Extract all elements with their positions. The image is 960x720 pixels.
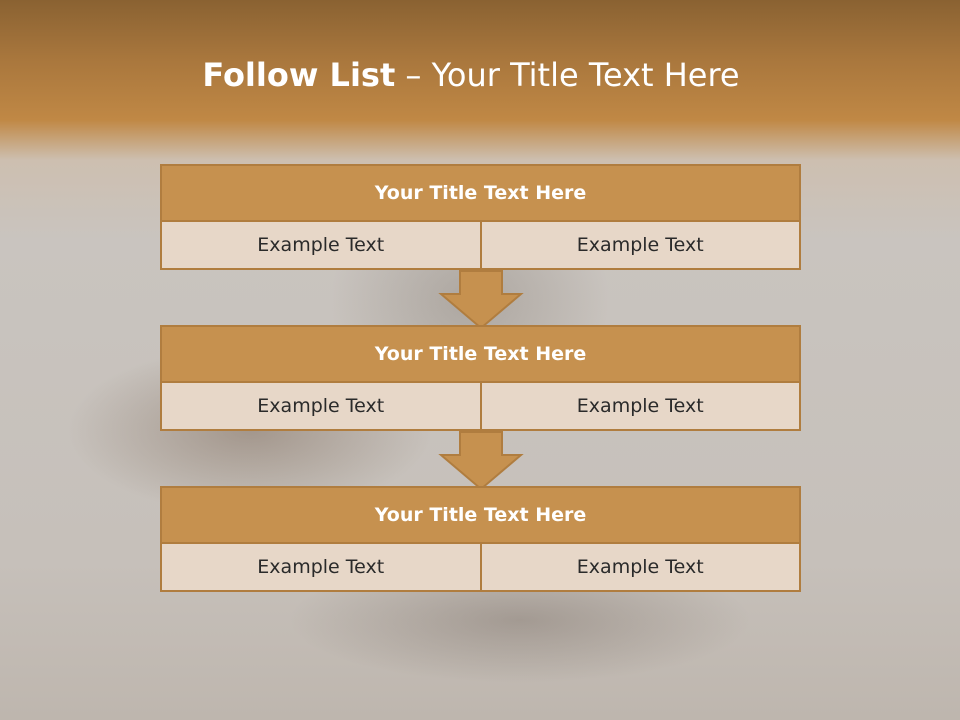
step-2-right-cell: Example Text: [479, 383, 799, 429]
step-block-1: Your Title Text Here Example Text Exampl…: [160, 164, 801, 270]
step-block-2: Your Title Text Here Example Text Exampl…: [160, 325, 801, 431]
step-3-left-cell: Example Text: [162, 544, 480, 590]
step-1-left-cell: Example Text: [162, 222, 480, 268]
down-arrow-1: [438, 270, 524, 330]
step-2-left-cell: Example Text: [162, 383, 480, 429]
step-3-right-cell: Example Text: [479, 544, 799, 590]
step-row-3: Example Text Example Text: [162, 544, 799, 590]
slide-title: Follow List – Your Title Text Here: [0, 56, 942, 94]
step-title-3: Your Title Text Here: [162, 488, 799, 544]
down-arrow-2: [438, 431, 524, 491]
slide-title-rest: – Your Title Text Here: [395, 56, 740, 94]
step-title-2: Your Title Text Here: [162, 327, 799, 383]
step-row-2: Example Text Example Text: [162, 383, 799, 429]
slide-title-bold: Follow List: [202, 56, 396, 94]
step-block-3: Your Title Text Here Example Text Exampl…: [160, 486, 801, 592]
step-row-1: Example Text Example Text: [162, 222, 799, 268]
step-title-1: Your Title Text Here: [162, 166, 799, 222]
step-1-right-cell: Example Text: [479, 222, 799, 268]
